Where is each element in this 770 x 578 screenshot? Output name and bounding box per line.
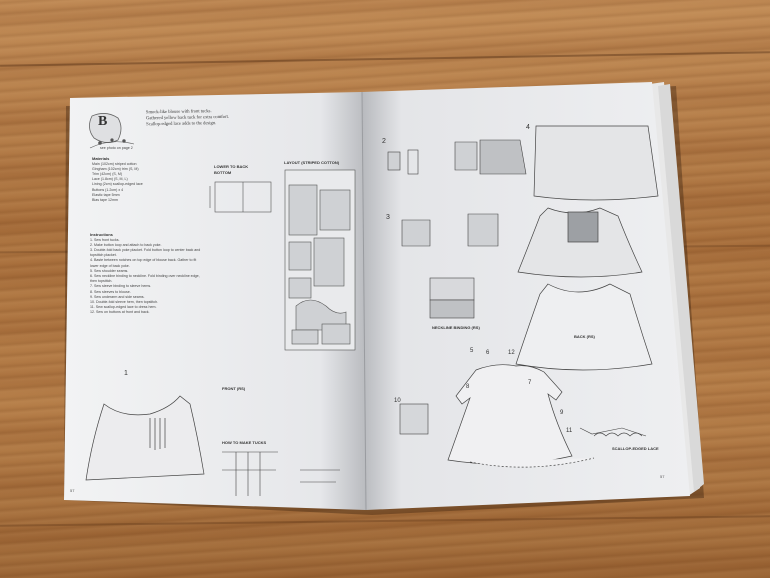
section-badge [89, 113, 122, 143]
materials-heading: Materials [92, 156, 110, 161]
front-blouse-diagram [85, 395, 205, 481]
step-5-number: 5 [470, 348, 474, 354]
material-item: Trim (42cm) (S, M) [92, 171, 123, 176]
instruction-step: 11. Sew scallop-edged lace to dress hem. [90, 305, 157, 310]
step-8-number: 8 [466, 384, 470, 390]
step-9-number: 9 [560, 410, 564, 416]
instruction-step: 5. Sew shoulder seams. [90, 268, 129, 273]
sleeve-detail [399, 403, 647, 437]
instruction-step: 4. Baste between notches on top edge of … [90, 258, 197, 268]
material-item: Lining (2cm) scallop-edged lace [92, 182, 143, 187]
layout-diagram [284, 169, 356, 351]
back-yoke-diagram [517, 207, 643, 278]
material-item: Elastic tape 5mm [92, 192, 120, 197]
lower-back-label: LOWER TO BACK BOTTOM [214, 164, 249, 175]
finished-blouse-diagram [447, 364, 595, 468]
step-4-back-diagram [533, 125, 659, 201]
front-label: FRONT (RS) [222, 386, 246, 391]
step-2-diagram [387, 139, 527, 175]
step-7-number: 7 [528, 380, 532, 386]
step-6-number: 6 [486, 350, 490, 356]
instruction-step: 9. Sew underarm and side seams. [90, 294, 145, 299]
blouse-title: Smock-like blouse with front tucks. Gath… [145, 108, 230, 127]
see-photo-label: see photo on page 2 [100, 146, 133, 150]
material-item: Main (102cm) striped cotton [92, 161, 137, 166]
step-3-diagram [401, 213, 499, 319]
instruction-step: 8. Sew sleeves to blouse. [90, 289, 131, 294]
step-10-number: 10 [394, 398, 401, 404]
instruction-step: 12. Sew on buttons at front and back. [90, 310, 150, 315]
instructions-section: Instructions 1. Sew front tucks. 2. Make… [90, 232, 202, 316]
instructions-heading: Instructions [90, 232, 113, 237]
instruction-step: 2. Make button loop and attach to back y… [90, 242, 162, 247]
instruction-step: 7. Sew sleeve binding to sleeve hems. [90, 284, 152, 289]
left-page-folio: 57 [70, 488, 75, 493]
material-item: Gingham (102cm) trim (S, M) [92, 166, 139, 171]
material-item: Lace (1.8cm) (S, M, L) [92, 177, 128, 182]
material-item: Bias tape 12mm [92, 197, 118, 202]
material-item: Buttons (1.2cm) x 4 [92, 187, 124, 192]
layout-label: LAYOUT (STRIPED COTTON) [284, 160, 340, 165]
neckline-binding-label: NECKLINE BINDING (RS) [432, 325, 480, 330]
step-3-number: 3 [386, 214, 390, 221]
step-2-number: 2 [382, 138, 386, 145]
how-to-tucks-label: HOW TO MAKE TUCKS [222, 440, 267, 445]
section-letter: B [98, 114, 108, 129]
step-12-number: 12 [508, 350, 515, 356]
tucks-diagram [222, 451, 340, 496]
instruction-step: 10. Double-fold sleeve hem, then topstit… [90, 299, 159, 304]
instruction-step: 3. Double-fold back yoke placket. Fold b… [90, 247, 201, 258]
lower-back-diagram [209, 181, 272, 213]
blouse-back-diagram [515, 283, 653, 371]
right-page-folio: 57 [660, 474, 665, 479]
scallop-lace-label: SCALLOP-EDGED LACE [612, 446, 659, 451]
instruction-step: 1. Sew front tucks. [90, 237, 120, 242]
branch-ornament [89, 138, 135, 149]
step-11-number: 11 [566, 428, 573, 434]
back-label: BACK (RS) [574, 334, 595, 339]
step-1-number: 1 [124, 370, 128, 377]
instruction-step: 6. Sew neckline binding to neckline. Fol… [90, 273, 200, 284]
materials-section: Materials Main (102cm) striped cotton Gi… [92, 156, 202, 203]
step-4-number: 4 [526, 124, 530, 131]
